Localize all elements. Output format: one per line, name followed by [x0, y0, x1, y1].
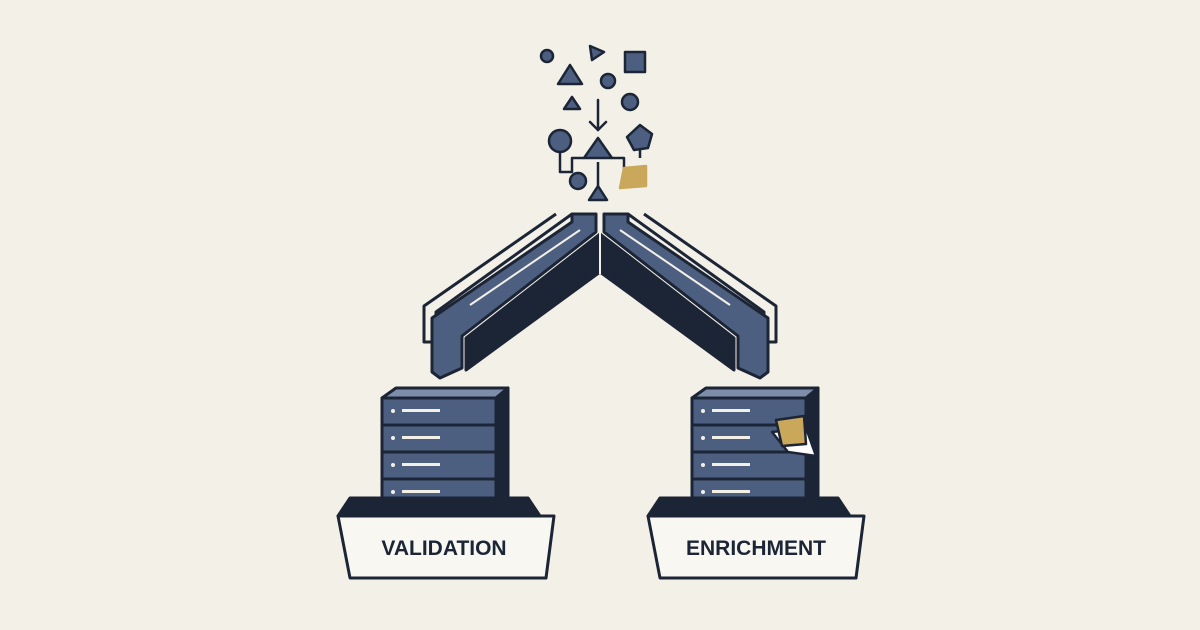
label-tray-left [336, 496, 556, 580]
connector-line [558, 152, 584, 174]
triangle-icon [582, 136, 614, 160]
square-icon [623, 50, 647, 74]
triangle-icon [588, 44, 606, 62]
validation-label: VALIDATION [381, 537, 506, 560]
label-tray-right [646, 496, 866, 580]
enrichment-card-icon [770, 414, 818, 458]
splitting-chute [422, 212, 778, 380]
server-stack-left [380, 386, 510, 510]
enrichment-label: ENRICHMENT [686, 537, 826, 560]
triangle-icon [562, 95, 582, 111]
validation-branch: VALIDATION [336, 386, 556, 580]
circle-icon [599, 72, 617, 90]
document-icon [618, 164, 648, 190]
circle-icon [620, 92, 640, 112]
enrichment-branch: ENRICHMENT [646, 386, 866, 580]
right-duct [602, 212, 770, 380]
left-duct [430, 212, 598, 380]
circle-icon [568, 171, 588, 191]
circle-icon [547, 128, 573, 154]
incoming-data-cluster [539, 44, 654, 202]
down-arrow-icon [588, 98, 608, 132]
triangle-icon [587, 184, 609, 202]
circle-icon [539, 48, 555, 64]
triangle-icon [556, 63, 584, 86]
pentagon-icon [625, 123, 654, 152]
